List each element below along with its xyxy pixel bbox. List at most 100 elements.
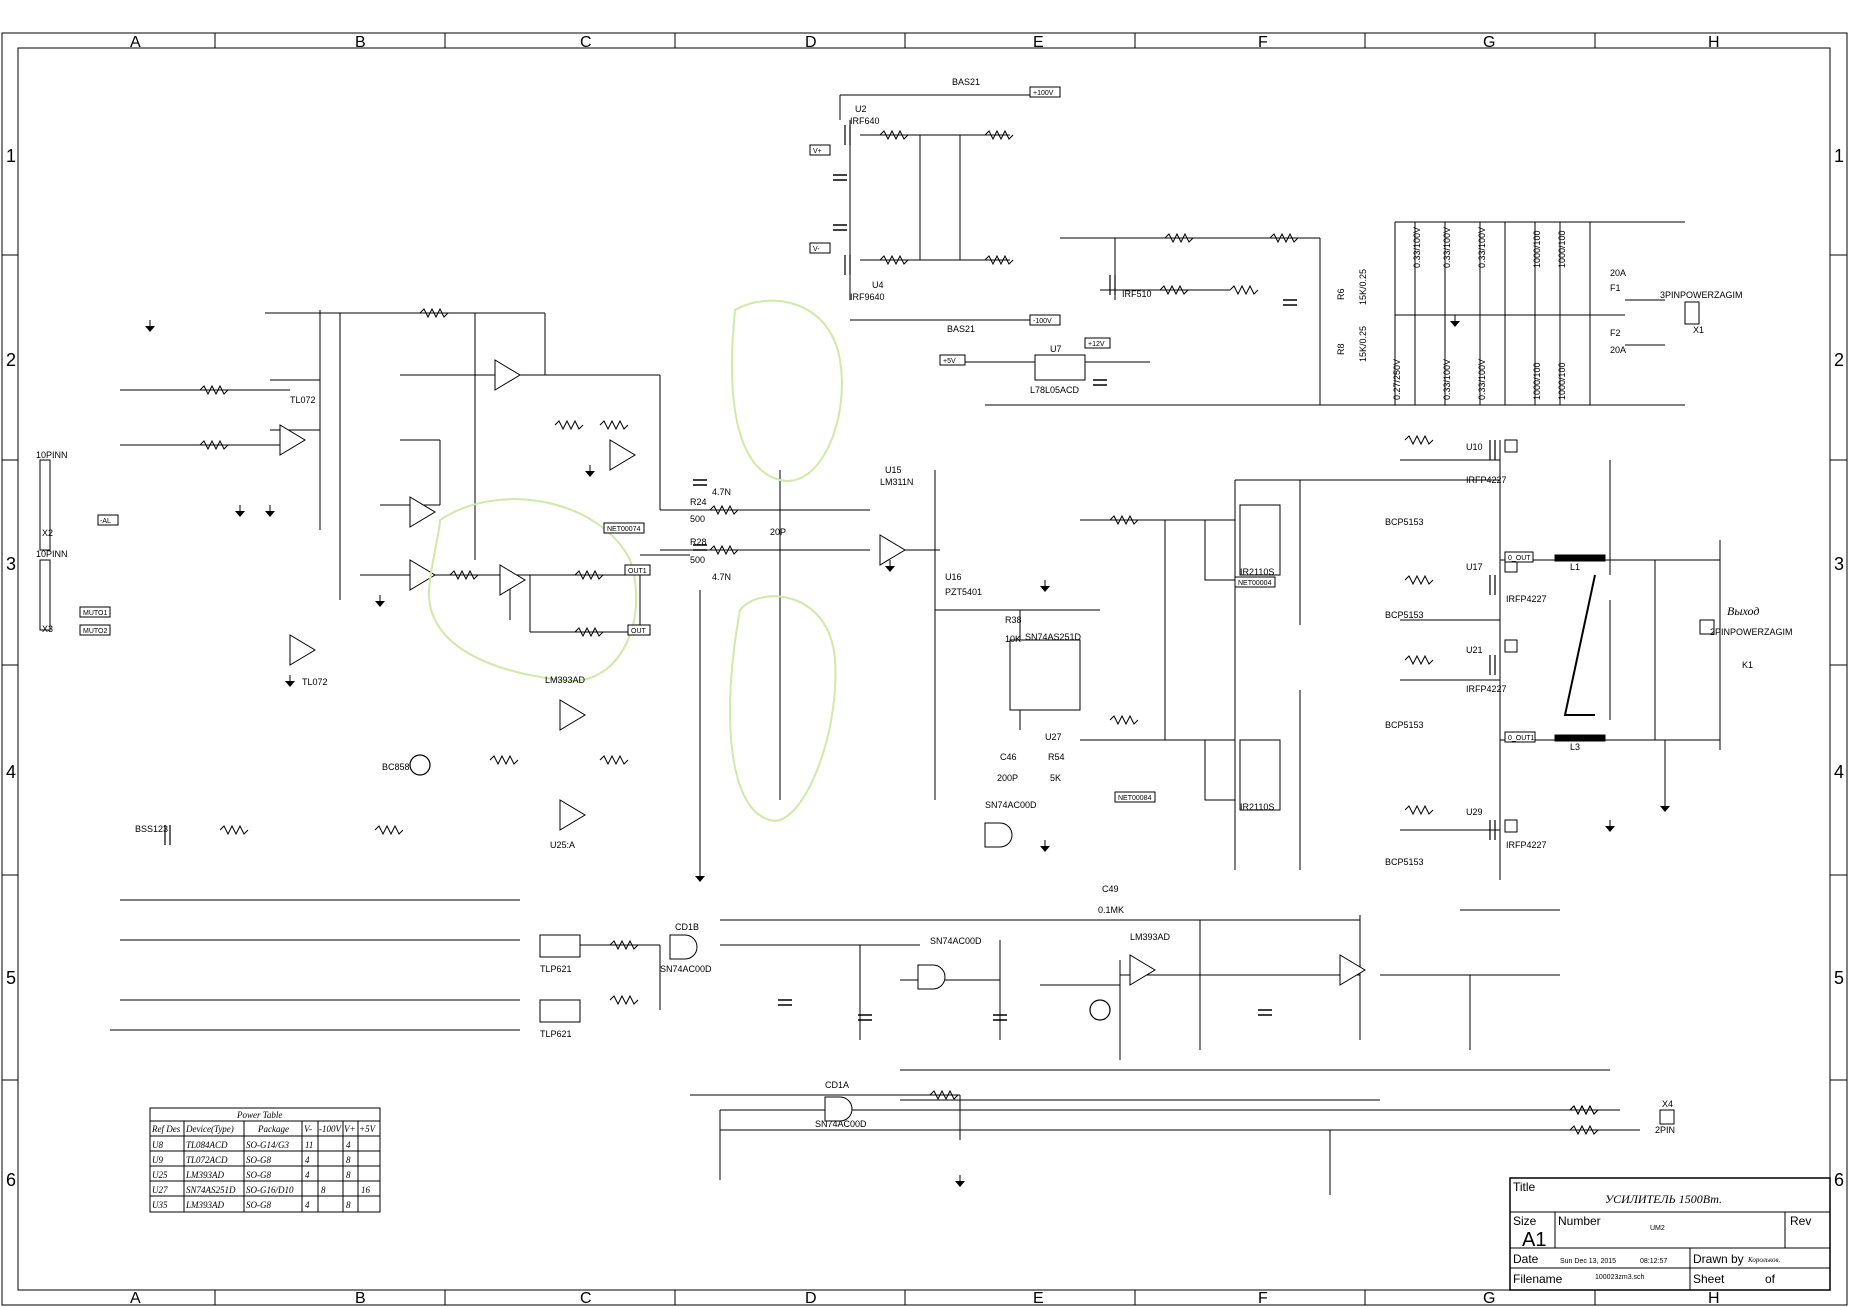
svg-text:NET00074: NET00074: [607, 526, 641, 533]
power-table-cell: U35: [152, 1200, 168, 1210]
col-label: G: [1483, 1290, 1495, 1307]
svg-text:V-: V-: [813, 246, 820, 253]
value-label: 15K/0.25: [1358, 326, 1368, 362]
row-label: 6: [1834, 1170, 1844, 1190]
col-label: A: [130, 1290, 141, 1307]
port-flag: +5V: [939, 354, 966, 366]
svg-text:V+: V+: [813, 148, 822, 155]
row-label: 1: [6, 146, 16, 166]
part-label: IRFP4227: [1466, 475, 1507, 485]
ic-packages: [539, 354, 1518, 1023]
time-value: 08:12:57: [1640, 1258, 1667, 1265]
port-flag: 0_OUT1: [1504, 731, 1536, 743]
power-table-title: Power Table: [236, 1110, 282, 1120]
value-label: 20A: [1610, 268, 1626, 278]
ref-label: L1: [1570, 562, 1580, 572]
col-label: D: [805, 1290, 817, 1307]
col-label: F: [1258, 34, 1268, 51]
schematic-title: УСИЛИТЕЛЬ 1500Вт.: [1605, 1192, 1722, 1206]
value-labels: R24 500 R28 500 4.7N 4.7N 20P R38 10K C4…: [690, 227, 1759, 915]
power-table-header: V-: [304, 1124, 312, 1134]
part-label: SN74AC00D: [660, 964, 712, 974]
part-label: IR2110S: [1240, 567, 1274, 577]
ref-label: F1: [1610, 283, 1621, 293]
power-table-cell: 4: [305, 1170, 310, 1180]
part-label: TLP621: [540, 964, 572, 974]
svg-text:-100V: -100V: [1033, 318, 1052, 325]
power-table-cell: SO-G8: [246, 1200, 271, 1210]
col-label: D: [805, 34, 817, 51]
power-table: Power Table Ref Des Device(Type) Package…: [149, 1107, 381, 1213]
port-flag: -100V: [1029, 314, 1061, 326]
part-label: BCP5153: [1385, 857, 1424, 867]
part-label: IRFP4227: [1506, 594, 1547, 604]
cap-value: 1000/100: [1557, 362, 1567, 400]
ref-label: R28: [690, 537, 707, 547]
size-label: Size: [1513, 1214, 1537, 1228]
connector-ref: X2: [42, 528, 53, 538]
ref-label: C46: [1000, 752, 1017, 762]
ref-label: U7: [1050, 344, 1062, 354]
port-flag: MUTO1: [79, 606, 111, 618]
part-label: BCP5153: [1385, 720, 1424, 730]
part-label: BAS21: [947, 324, 975, 334]
value-label: 500: [690, 514, 705, 524]
connector-ref: X4: [1662, 1099, 1673, 1109]
power-table-cell: 16: [361, 1185, 371, 1195]
power-table-cell: SO-G16/D10: [246, 1185, 294, 1195]
value-label: 4.7N: [712, 572, 731, 582]
component-labels: U2 IRF640 U4 IRF9640 BAS21 BAS21 IRF510 …: [135, 77, 1580, 1129]
row-label: 2: [6, 350, 16, 370]
ref-label: L3: [1570, 742, 1580, 752]
cap-value: 0.33/100V: [1412, 227, 1422, 268]
power-table-cell: U25: [152, 1170, 168, 1180]
power-table-cell: LM393AD: [185, 1200, 225, 1210]
value-label: 5K: [1050, 773, 1061, 783]
part-label: L78L05ACD: [1030, 385, 1080, 395]
sheet-label: Sheet: [1693, 1272, 1725, 1286]
part-label: IRFP4227: [1466, 684, 1507, 694]
value-label: 20A: [1610, 345, 1626, 355]
row-label: 1: [1834, 146, 1844, 166]
row-labels-right: 1 2 3 4 5 6: [1834, 146, 1844, 1190]
power-table-header: V+: [344, 1124, 356, 1134]
port-flag: NET00074: [603, 522, 645, 534]
filename-value: 100023zm3.sch: [1595, 1274, 1645, 1281]
date-label: Date: [1513, 1252, 1539, 1266]
cap-value: 0.33/100V: [1477, 227, 1487, 268]
col-label: B: [355, 34, 366, 51]
title-label: Title: [1513, 1180, 1536, 1194]
part-label: IRFP4227: [1506, 840, 1547, 850]
value-label: 200P: [997, 773, 1018, 783]
drawn-label: Drawn by: [1693, 1252, 1744, 1266]
port-flag: OUT1: [624, 564, 651, 576]
svg-text:NET00004: NET00004: [1238, 580, 1272, 587]
col-label: B: [355, 1290, 366, 1307]
connector-ref: X1: [1693, 325, 1704, 335]
col-label: H: [1708, 34, 1720, 51]
part-label: LM393AD: [545, 675, 586, 685]
ref-label: U29: [1466, 807, 1483, 817]
connector-blocks: [39, 301, 1715, 1125]
connector-ref: X3: [42, 624, 53, 634]
highlight-loops: [427, 299, 843, 822]
port-flag: NET00084: [1114, 791, 1156, 803]
title-block: Title УСИЛИТЕЛЬ 1500Вт. Size A1 Number U…: [1509, 1177, 1831, 1291]
value-label: 15K/0.25: [1358, 269, 1368, 305]
power-table-header: Device(Type): [185, 1124, 234, 1134]
svg-text:+100V: +100V: [1033, 90, 1054, 97]
value-label: 10K: [1005, 634, 1021, 644]
power-table-cell: SO-G14/G3: [246, 1140, 289, 1150]
power-table-cell: 4: [305, 1155, 310, 1165]
row-label: 4: [1834, 762, 1844, 782]
part-label: SN74AC00D: [985, 800, 1037, 810]
ref-label: R8: [1336, 343, 1346, 355]
column-labels-top: A B C D E F G H: [130, 34, 1720, 51]
svg-text:NET00084: NET00084: [1118, 795, 1152, 802]
wires: [110, 94, 1721, 1195]
svg-text:0_OUT: 0_OUT: [1508, 555, 1531, 562]
cap-value: 1000/100: [1532, 230, 1542, 268]
connector-name: 10PINN: [36, 450, 68, 460]
connector-name: 2PINPOWERZAGIM: [1710, 627, 1793, 637]
row-label: 4: [6, 762, 16, 782]
